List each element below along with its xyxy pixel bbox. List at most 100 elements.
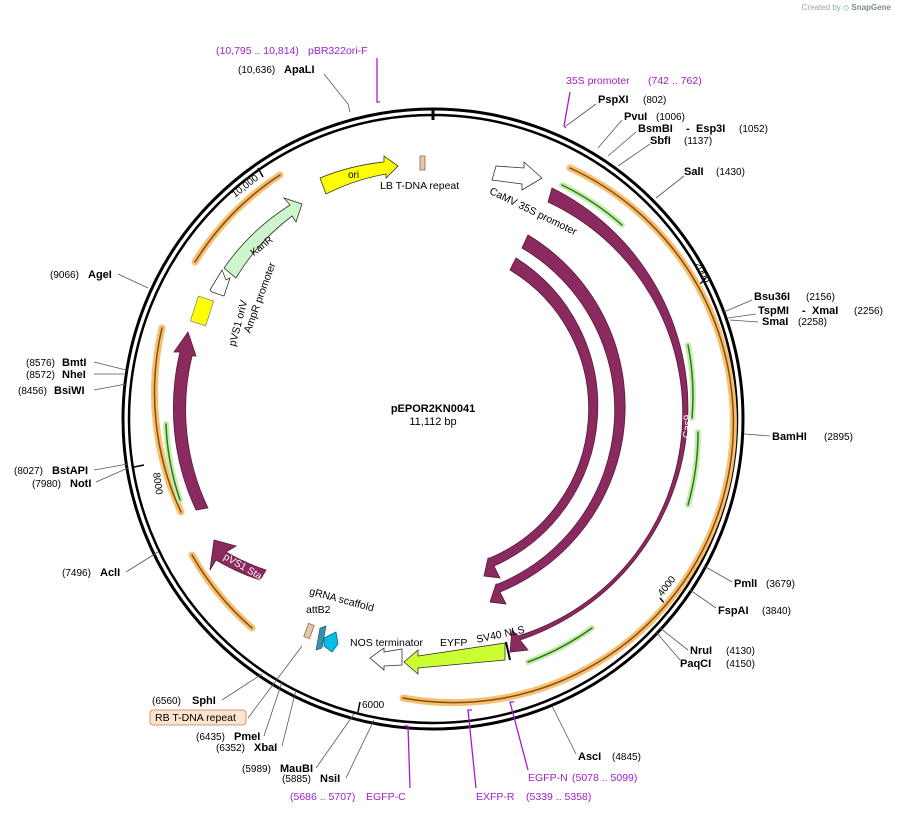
snapgene-credit: Created by ◇ SnapGene <box>802 3 891 12</box>
site-pmli-pos: (3679) <box>766 579 795 590</box>
camv-35s-arrow <box>491 161 543 191</box>
site-nhei-name: NheI <box>62 369 86 381</box>
eyfp-arrow <box>403 642 506 675</box>
green-arc-2-core <box>687 344 694 419</box>
rb-tdna-badge: RB T-DNA repeat <box>149 709 247 726</box>
site-bstapi-name: BstAPI <box>52 465 88 477</box>
primer-egfpc-marker <box>404 725 411 789</box>
credit-brand: SnapGene <box>851 3 891 12</box>
site-agei-pos: (9066) <box>50 270 79 281</box>
site-sphi-name: SphI <box>192 695 216 707</box>
leader-acli <box>125 551 159 573</box>
nos-label: NOS terminator <box>350 637 423 649</box>
site-maubi-name: MauBI <box>280 763 313 775</box>
site-acli-name: AclI <box>100 567 120 579</box>
camv-label: CaMV 35S promoter <box>487 185 579 238</box>
site-noti-name: NotI <box>70 478 91 490</box>
rb-tdna-mark <box>303 622 315 640</box>
ampr-label: AmpR promoter <box>242 260 279 334</box>
site-bsmbi-sep: - <box>686 123 690 135</box>
green-arc-4-core <box>527 627 593 663</box>
primer-35s-marker <box>563 91 571 129</box>
rb-tdna-badge-text: RB T-DNA repeat <box>155 712 236 724</box>
ori-label: ori <box>348 170 359 181</box>
tick-10000 <box>257 167 264 178</box>
site-xbai-name: XbaI <box>254 742 277 754</box>
primer-35s-name: 35S promoter <box>566 75 630 87</box>
primer-egfpn-name: EGFP-N <box>528 772 568 784</box>
lb-tdna-mark <box>419 155 426 171</box>
primer-egfpc-name: EGFP-C <box>366 791 406 803</box>
primer-pbr-marker <box>376 58 380 103</box>
green-arc-1-core <box>561 184 623 226</box>
tick-8000-label: 8000 <box>150 472 164 496</box>
site-bsiwi-name: BsiWI <box>54 385 85 397</box>
leader-nsii <box>345 719 375 779</box>
site-asci-pos: (4845) <box>612 752 641 763</box>
rb-tdna-badge-box <box>149 709 247 726</box>
cas9-arrow-inner <box>483 257 599 579</box>
site-sali-pos: (1430) <box>716 167 745 178</box>
site-pmli-name: PmlI <box>734 578 757 590</box>
site-nsii-pos: (5885) <box>282 774 311 785</box>
cas9-arrow-outer <box>509 187 689 653</box>
site-apali-pos: (10,636) <box>238 65 275 76</box>
leader-fspai <box>689 589 717 609</box>
tick-8000 <box>133 464 145 468</box>
site-paqci-pos: (4150) <box>726 659 755 670</box>
tick-2000 <box>699 277 707 285</box>
green-arc-3-core <box>687 431 699 506</box>
site-nrui-name: NruI <box>690 645 712 657</box>
leader-agei <box>117 273 149 289</box>
site-pvui-pos: (1006) <box>656 112 685 123</box>
sv40-nls-marks <box>505 641 511 661</box>
sv40-mark <box>505 641 511 661</box>
primer-markers <box>376 58 571 789</box>
leader-pspxi <box>565 103 597 127</box>
leader-bstapi <box>93 463 129 471</box>
leader-paqci <box>655 631 681 661</box>
leader-tspmi <box>727 313 757 319</box>
cas9-arrow-middle <box>489 234 626 605</box>
leader-sali <box>655 175 685 199</box>
leader-sbfi <box>617 143 651 167</box>
site-pspxi-pos: (802) <box>643 95 666 106</box>
site-agei-name: AgeI <box>88 269 112 281</box>
plasmid-length: 11,112 bp <box>409 416 456 428</box>
leader-noti <box>95 467 129 483</box>
site-nrui-pos: (4130) <box>726 646 755 657</box>
site-esp3i-name: Esp3I <box>696 123 725 135</box>
eyfp-label: EYFP <box>440 637 467 649</box>
tick-6000-label: 6000 <box>362 700 385 711</box>
credit-prefix: Created by <box>801 3 841 12</box>
leader-bsu36i <box>723 299 753 313</box>
leader-bsmbi <box>607 131 637 157</box>
snapgene-logo-icon: ◇ <box>843 3 850 12</box>
leader-maubi <box>315 713 355 769</box>
leader-nrui <box>659 627 689 651</box>
leader-smai <box>729 319 759 323</box>
site-pvui-name: PvuI <box>624 111 647 123</box>
site-xbai-pos: (6352) <box>216 743 245 754</box>
site-apali-name: ApaLI <box>284 64 315 76</box>
primer-labels: (10,795 .. 10,814) pBR322ori-F 35S promo… <box>216 45 702 803</box>
primer-egfpn-marker <box>509 701 529 771</box>
cas9-label-middle: Cas9 <box>627 407 639 431</box>
leader-pmli <box>703 565 733 583</box>
site-nhei-pos: (8572) <box>26 370 55 381</box>
site-nsii-name: NsiI <box>320 773 340 785</box>
green-arcs <box>163 182 702 665</box>
primer-egfpn-pos: (5078 .. 5099) <box>572 772 637 784</box>
leader-pvui <box>597 119 623 149</box>
orange-arcs <box>151 164 737 707</box>
site-sbfi-pos: (1137) <box>684 136 712 147</box>
green-arc-5-core <box>165 423 181 501</box>
site-fspai-pos: (3840) <box>762 606 791 617</box>
site-pspxi-name: PspXI <box>598 94 629 106</box>
site-leaders <box>93 73 771 779</box>
leader-bmti <box>93 361 127 371</box>
site-sbfi-name: SbfI <box>650 135 671 147</box>
attb2-mark <box>323 631 339 653</box>
leader-bamhi <box>743 433 771 437</box>
green-arc-3 <box>685 429 702 508</box>
